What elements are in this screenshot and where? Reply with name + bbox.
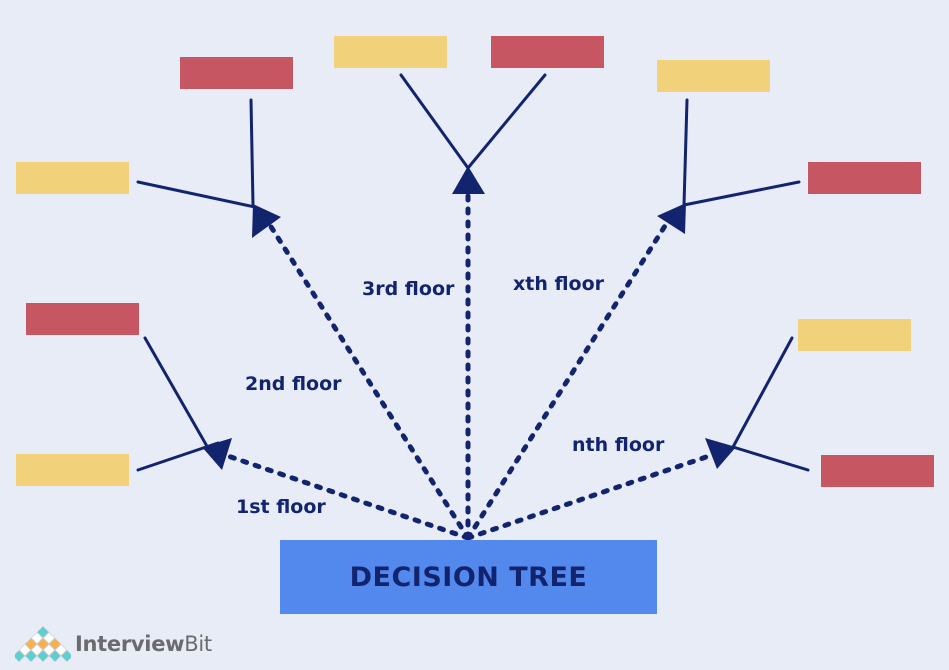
root-node: DECISION TREE <box>280 540 657 614</box>
floor-label-2nd: 2nd floor <box>245 373 342 395</box>
connector-nth-yes <box>731 336 794 449</box>
branch-2nd-floor <box>265 219 471 541</box>
pyramid-tiles-icon <box>15 626 71 662</box>
floor-label-3rd: 3rd floor <box>362 278 455 300</box>
branch-1st-floor <box>222 452 471 541</box>
floor-label-xth: xth floor <box>513 273 605 295</box>
arrowhead-xth-floor <box>657 203 686 234</box>
outcome-box-3rd-no <box>491 36 604 68</box>
arrowhead-2nd-floor <box>252 204 281 238</box>
connector-xth-yes <box>682 98 689 207</box>
floor-label-1st: 1st floor <box>236 496 326 518</box>
connector-xth-no <box>682 180 801 207</box>
connector-2nd-no <box>249 98 255 207</box>
connector-1st-no <box>143 336 214 457</box>
root-node-label: DECISION TREE <box>349 561 588 593</box>
connector-2nd-yes <box>136 180 257 209</box>
logo-wordmark: InterviewBit <box>75 632 212 656</box>
arrowhead-nth-floor <box>705 438 736 469</box>
arrowhead-3rd-floor <box>452 166 485 194</box>
floor-label-nth: nth floor <box>572 434 665 456</box>
connector-nth-no <box>731 445 810 472</box>
outcome-box-nth-no <box>821 455 934 487</box>
outcome-box-2nd-yes <box>16 162 129 194</box>
connector-3rd-no <box>466 73 547 170</box>
outcome-box-xth-yes <box>657 60 770 92</box>
connector-3rd-yes <box>399 73 470 170</box>
outcome-box-2nd-no <box>180 57 293 89</box>
connector-1st-yes <box>136 441 220 472</box>
outcome-box-xth-no <box>808 162 921 194</box>
outcome-box-3rd-yes <box>334 36 447 68</box>
outcome-box-1st-no <box>26 303 139 335</box>
branch-xth-floor <box>465 215 673 541</box>
outcome-box-nth-yes <box>798 319 911 351</box>
branch-nth-floor <box>465 452 715 541</box>
interviewbit-logo: InterviewBit <box>15 626 212 662</box>
outcome-box-1st-yes <box>16 454 129 486</box>
